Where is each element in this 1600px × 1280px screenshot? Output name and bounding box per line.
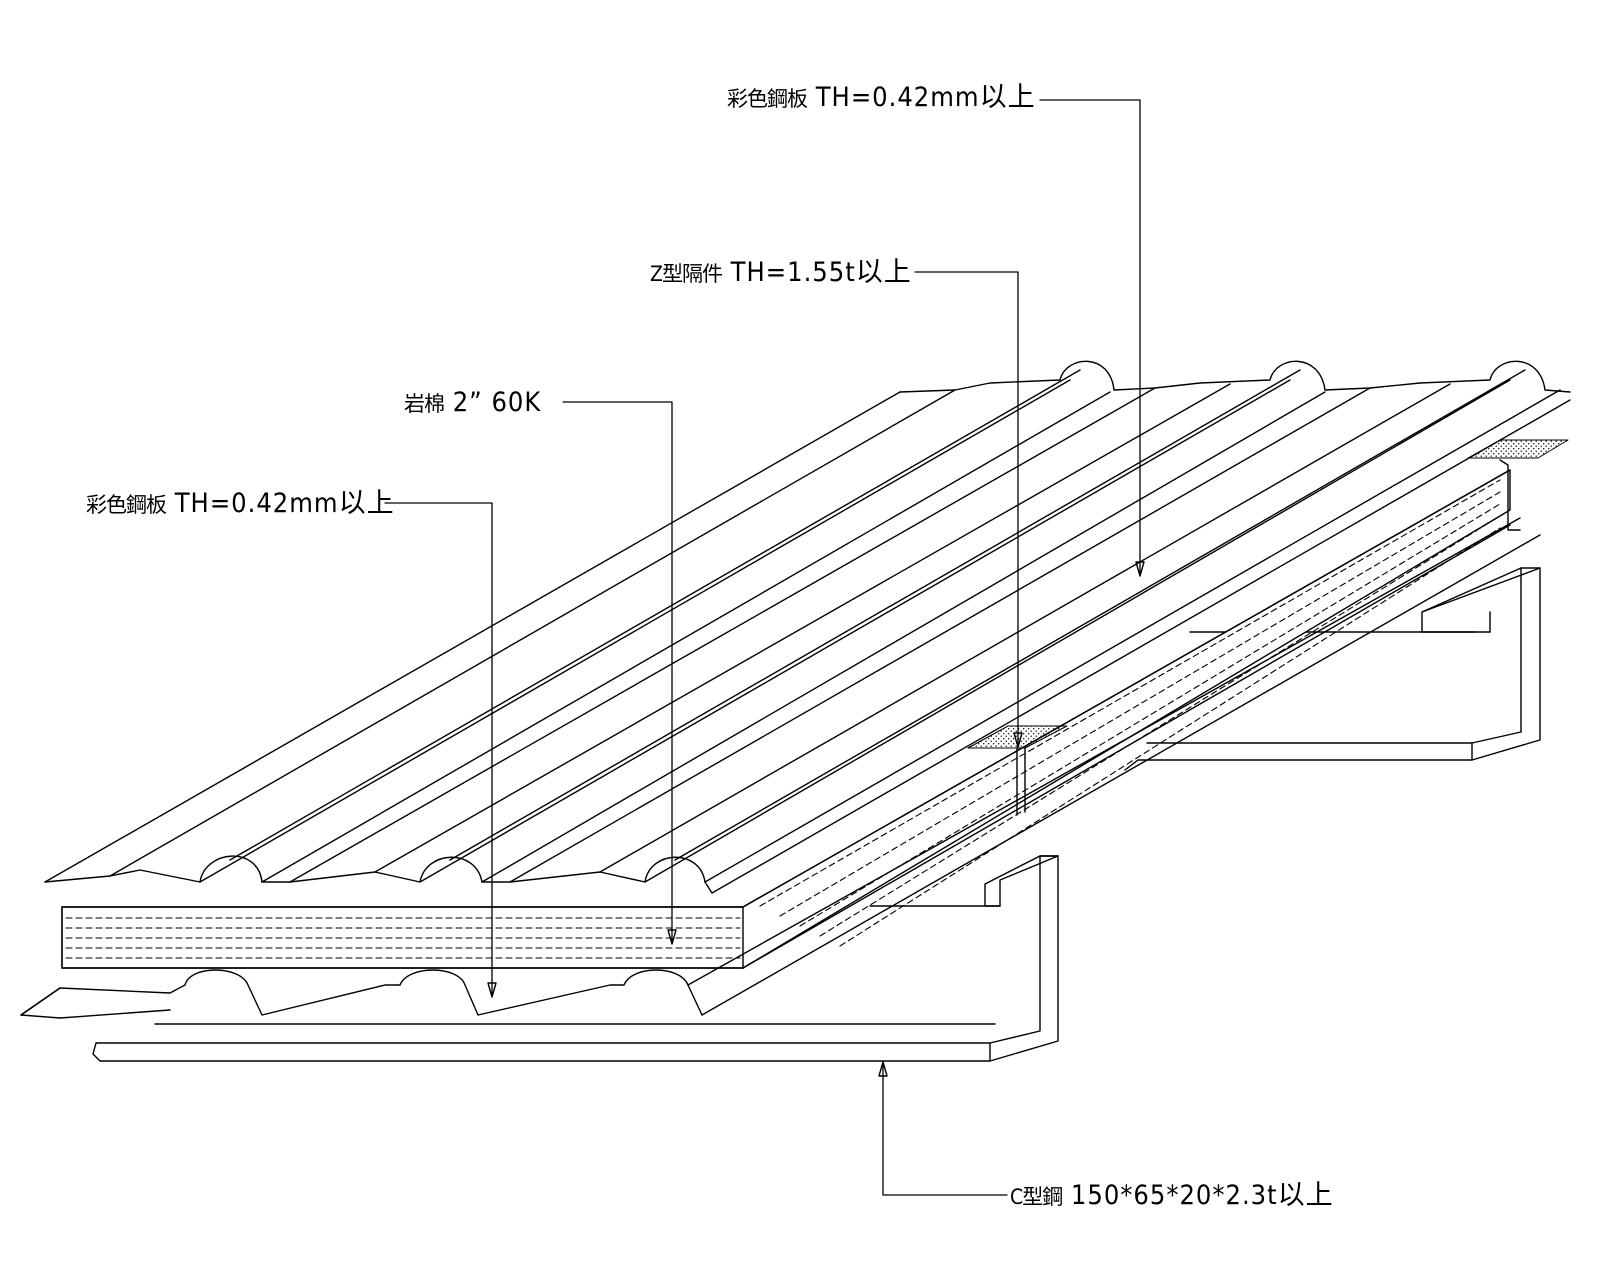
leader-bottom-steel-sheet [384,502,497,998]
callout-rock-wool-material: 岩棉 [404,392,445,416]
callout-c-purlin-material: C型鋼 [1010,1185,1063,1209]
leader-c-purlin [878,1061,1008,1196]
leader-top-steel-sheet [1039,99,1145,577]
callout-z-spacer-material: Z型隔件 [650,262,723,286]
callout-bottom-steel-sheet-material: 彩色鋼板 [86,493,167,517]
callout-c-purlin-spec: 150*65*20*2.3t以上 [1070,1180,1334,1211]
rock-wool-layer [61,439,1569,969]
callout-rock-wool: 岩棉 2” 60K [404,389,541,416]
z-spacer-plate-back [1467,439,1569,459]
leader-z-spacer [914,271,1023,748]
callout-bottom-steel-sheet: 彩色鋼板 TH=0.42mm以上 [86,490,395,517]
callout-bottom-steel-sheet-spec: TH=0.42mm以上 [174,488,395,519]
callout-z-spacer: Z型隔件 TH=1.55t以上 [650,259,912,286]
callout-top-steel-sheet-material: 彩色鋼板 [727,87,808,111]
callout-z-spacer-spec: TH=1.55t以上 [730,257,912,288]
leader-rock-wool [562,401,677,945]
callout-rock-wool-spec: 2” 60K [452,387,542,418]
callout-c-purlin: C型鋼 150*65*20*2.3t以上 [1010,1182,1334,1209]
callout-top-steel-sheet: 彩色鋼板 TH=0.42mm以上 [727,84,1036,111]
c-purlin-front [92,855,1059,1062]
callout-top-steel-sheet-spec: TH=0.42mm以上 [815,82,1036,113]
top-steel-sheet [44,360,1571,894]
bottom-steel-sheet [20,517,1541,1019]
c-purlin-back [1124,567,1541,771]
